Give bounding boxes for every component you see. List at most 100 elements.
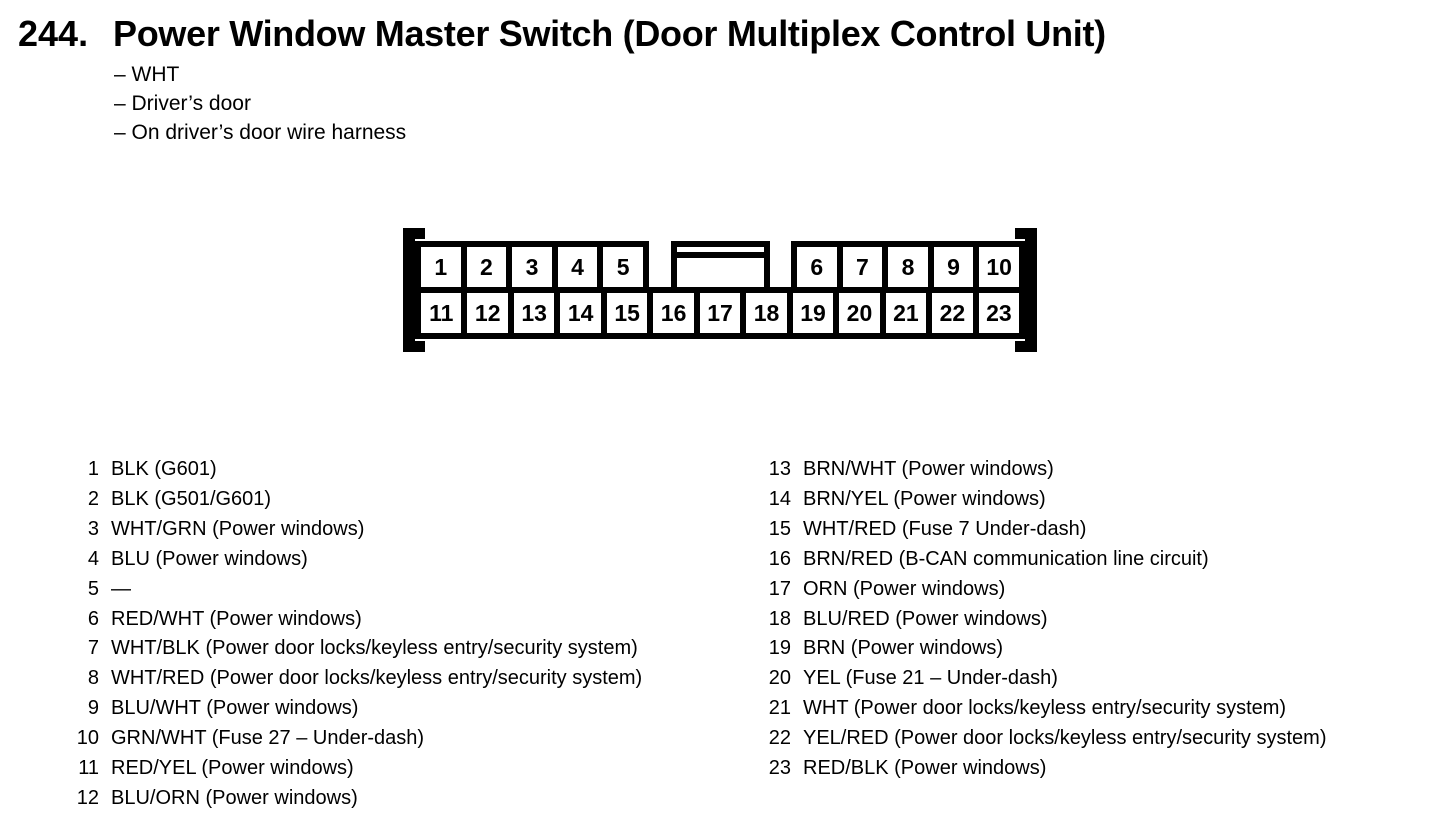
pin-number: 8 [87, 667, 99, 690]
pin-row: 6 RED/WHT (Power windows) [56, 605, 642, 635]
pin-description: BRN/YEL (Power windows) [803, 487, 1046, 510]
pin-description: YEL (Fuse 21 – Under-dash) [803, 667, 1058, 690]
pin-number: 20 [768, 667, 791, 690]
pin-cell: 20 [833, 293, 880, 333]
connector-notes: – WHT – Driver’s door – On driver’s door w… [114, 61, 406, 147]
pin-number: 13 [768, 458, 791, 480]
pin-description: BRN/RED (B-CAN communication line circui… [803, 547, 1209, 570]
pin-row: 7 WHT/BLK (Power door locks/keyless entry… [56, 634, 642, 664]
pin-number: 9 [87, 697, 99, 720]
pin-cell: 17 [693, 293, 741, 333]
pin-cell: 3 [506, 247, 552, 287]
connector-bracket-left [403, 228, 415, 352]
connector-note-line: – Driver’s door [114, 91, 251, 115]
pin-row: 18 BLU/RED (Power windows) [748, 605, 1327, 635]
connector-latch [671, 241, 770, 293]
pin-row: 20 YEL (Fuse 21 – Under-dash) [748, 664, 1327, 694]
pin-row: 8 WHT/RED (Power door locks/keyless entry… [56, 664, 642, 694]
connector-latch-line [677, 252, 764, 258]
pin-number: 12 [76, 786, 99, 809]
pin-number: 4 [87, 547, 99, 570]
pin-number: 3 [87, 517, 99, 540]
pin-cell: 14 [554, 293, 601, 333]
pin-cell: 18 [740, 293, 787, 333]
pin-cell: 7 [836, 247, 883, 287]
pin-number: 5 [87, 577, 99, 600]
pin-description: BRN (Power windows) [803, 637, 1004, 660]
pin-row: 11 RED/YEL (Power windows) [56, 754, 642, 784]
pin-description: YEL/RED (Power door locks/keyless entry/… [803, 727, 1327, 750]
pin-cell: 1 [421, 247, 461, 287]
pin-cell: 15 [600, 293, 648, 333]
page-title: Power Window Master Switch (Door Multipl… [113, 13, 1106, 54]
pin-description: BLK (G601) [111, 458, 217, 480]
pin-number: 2 [87, 487, 99, 510]
pin-description: RED/WHT (Power windows) [111, 607, 362, 630]
pin-cell: 19 [786, 293, 834, 333]
pin-row: 10 GRN/WHT (Fuse 27 – Under-dash) [56, 724, 642, 754]
pin-number: 7 [87, 637, 99, 660]
pin-row: 16 BRN/RED (B-CAN communication line circ… [748, 545, 1327, 575]
pin-cell: 5 [597, 247, 643, 287]
pin-description: BLK (G501/G601) [111, 487, 272, 510]
pin-number: 10 [76, 727, 99, 750]
pin-row: 14 BRN/YEL (Power windows) [748, 485, 1327, 515]
pin-row: 22 YEL/RED (Power door locks/keyless entr… [748, 724, 1327, 754]
pin-cell: 10 [973, 247, 1019, 287]
pin-description: BRN/WHT (Power windows) [803, 458, 1054, 480]
pin-description: WHT/GRN (Power windows) [111, 517, 365, 540]
pin-number: 6 [87, 607, 99, 630]
pin-number: 22 [768, 727, 791, 750]
pin-description: ORN (Power windows) [803, 577, 1006, 600]
connector-note-line: – WHT [114, 63, 180, 86]
pin-description: BLU/ORN (Power windows) [111, 786, 358, 809]
pin-number: 11 [78, 757, 99, 780]
connector-note-line: – On driver’s door wire harness [114, 120, 407, 144]
connector-bracket-left-bottom-tab [415, 341, 425, 352]
pin-number: 19 [768, 637, 791, 660]
pin-description: GRN/WHT (Fuse 27 – Under-dash) [111, 727, 425, 750]
pin-row: 5— [56, 575, 642, 605]
pin-number: 21 [768, 697, 791, 720]
pin-cell: 8 [882, 247, 928, 287]
pin-description: — [111, 577, 131, 600]
pin-row: 21 WHT (Power door locks/keyless entry/se… [748, 694, 1327, 724]
pin-row: 12 BLU/ORN (Power windows) [56, 784, 642, 814]
pin-description: WHT/RED (Fuse 7 Under-dash) [803, 517, 1087, 540]
connector-bracket-right-top-tab [1015, 228, 1025, 239]
connector-bracket-left-top-tab [415, 228, 425, 239]
figure-number: 244. [18, 13, 89, 54]
pinout-right-column: 13 BRN/WHT (Power windows) 14 BRN/YEL (Powe… [748, 455, 1327, 784]
pin-cell: 9 [927, 247, 974, 287]
pin-row: 2 BLK (G501/G601) [56, 485, 642, 515]
pin-description: RED/YEL (Power windows) [111, 757, 354, 780]
pin-description: WHT/RED (Power door locks/keyless entry/… [111, 667, 643, 690]
pin-row: 3 WHT/GRN (Power windows) [56, 515, 642, 545]
pin-description: BLU/WHT (Power windows) [111, 697, 359, 720]
pin-number: 17 [768, 577, 791, 600]
pin-cell: 4 [551, 247, 598, 287]
pin-description: WHT (Power door locks/keyless entry/secu… [803, 697, 1287, 720]
pin-description: BLU (Power windows) [111, 547, 308, 570]
pin-description: RED/BLK (Power windows) [803, 757, 1047, 780]
pin-number: 16 [768, 547, 791, 570]
pin-cell: 22 [926, 293, 973, 333]
pin-row: 23 RED/BLK (Power windows) [748, 754, 1327, 784]
connector-bracket-right [1025, 228, 1037, 352]
pin-cell: 6 [797, 247, 837, 287]
pin-number: 14 [768, 487, 791, 510]
pin-row: 13 BRN/WHT (Power windows) [748, 455, 1327, 485]
pin-description: WHT/BLK (Power door locks/keyless entry/… [111, 637, 638, 660]
pin-number: 18 [768, 607, 791, 630]
pin-cell: 13 [507, 293, 555, 333]
pin-number: 23 [768, 757, 791, 780]
pin-description: BLU/RED (Power windows) [803, 607, 1048, 630]
pin-cell: 21 [879, 293, 927, 333]
pin-cell: 23 [972, 293, 1020, 333]
